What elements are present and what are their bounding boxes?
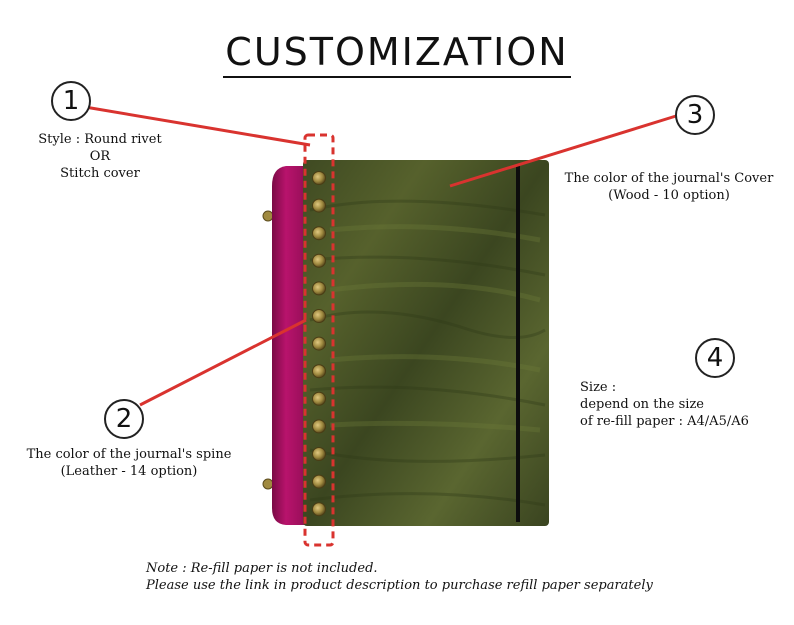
rivet (312, 309, 326, 323)
rivet (312, 474, 326, 489)
rivet (312, 198, 326, 213)
rivet (312, 419, 326, 434)
screw-top (262, 210, 274, 222)
rivet (312, 364, 326, 379)
journal-cover (303, 160, 549, 526)
callout-number-4: 4 (695, 338, 735, 378)
rivet (312, 226, 326, 241)
rivet (312, 281, 326, 296)
page-title: CUSTOMIZATION (0, 30, 794, 78)
refill-note: Note : Re-fill paper is not included. Pl… (146, 561, 653, 593)
callout-line-2 (139, 318, 307, 407)
journal-spine (272, 166, 312, 525)
rivet-column (312, 171, 326, 517)
rivet (312, 502, 326, 517)
callout-caption-2: The color of the journal's spine (Leathe… (26, 447, 232, 479)
rivet (312, 253, 326, 268)
callout-number-2: 2 (104, 399, 144, 439)
rivet (312, 171, 326, 185)
wood-grain (309, 199, 546, 507)
callout-number-1: 1 (51, 81, 91, 121)
screw-bottom (262, 478, 274, 490)
rivet (312, 336, 326, 351)
callout-caption-3: The color of the journal's Cover (Wood -… (564, 171, 774, 203)
callout-line-3 (449, 114, 677, 188)
callout-caption-4: Size : depend on the size of re-fill pap… (580, 380, 749, 429)
wood-grain-light (329, 224, 541, 433)
rivet-highlight-box (303, 133, 335, 547)
rivet (312, 391, 326, 406)
callout-line-1 (84, 105, 311, 147)
rivet (312, 447, 326, 461)
callout-number-3: 3 (675, 95, 715, 135)
callout-caption-1: Style : Round rivet OR Stitch cover (38, 132, 162, 181)
